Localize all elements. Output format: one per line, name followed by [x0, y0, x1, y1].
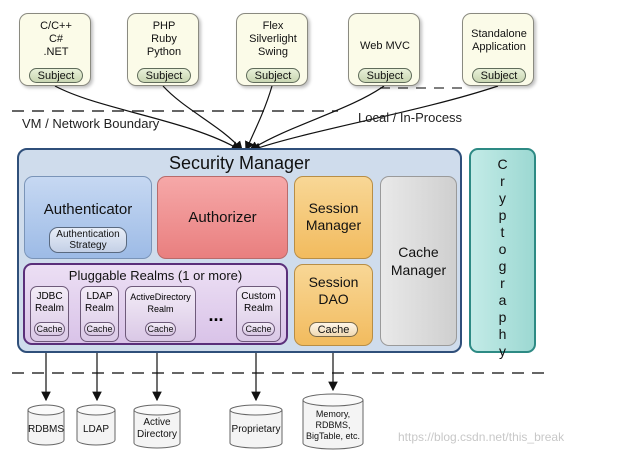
pluggable-realms: Pluggable Realms (1 or more) JDBC Realm … — [23, 263, 288, 345]
local-in-process-label: Local / In-Process — [358, 110, 463, 125]
authenticator: Authenticator Authentication Strategy — [24, 176, 152, 259]
client-standalone-application: Standalone Application Subject — [462, 13, 534, 86]
cryptography-letter: a — [498, 292, 507, 308]
session-manager-title: Session Manager — [305, 200, 362, 233]
realm-ldap: LDAP Realm Cache — [80, 286, 119, 342]
client-label: PHP Ruby Python — [146, 20, 182, 58]
arrow-client-4 — [248, 85, 385, 151]
client-label: Standalone Application — [471, 28, 527, 53]
realm-cache: Cache — [34, 322, 65, 336]
datastore-activedirectory-label: Active Directory — [136, 417, 177, 440]
datastore-memory-label: Memory, RDBMS, BigTable, etc. — [305, 408, 361, 441]
session-dao: Session DAO Cache — [294, 264, 373, 346]
client-label: Flex Silverlight Swing — [249, 20, 297, 58]
authentication-strategy: Authentication Strategy — [49, 227, 127, 253]
cryptography-letter: y — [499, 343, 506, 359]
cylinder-ldap — [76, 404, 116, 446]
watermark: https://blog.csdn.net/this_break — [398, 430, 565, 444]
pluggable-realms-title: Pluggable Realms (1 or more) — [68, 267, 243, 283]
realm-cache: Cache — [84, 322, 115, 336]
authenticator-title: Authenticator — [43, 200, 133, 218]
realm-label: ActiveDirectory Realm — [130, 292, 191, 314]
arrow-client-1 — [54, 85, 242, 151]
realm-jdbc: JDBC Realm Cache — [30, 286, 69, 342]
subject-pill: Subject — [137, 68, 191, 83]
arrow-client-3 — [245, 85, 273, 152]
session-manager: Session Manager — [294, 176, 373, 259]
session-dao-cache: Cache — [309, 322, 358, 337]
client-flex-silverlight-swing: Flex Silverlight Swing Subject — [236, 13, 308, 86]
cryptography-letter: r — [500, 275, 505, 291]
realm-label: JDBC Realm — [35, 291, 64, 314]
arrow-client-5 — [250, 85, 499, 152]
cache-manager: Cache Manager — [380, 176, 457, 346]
subject-pill: Subject — [472, 68, 526, 83]
cryptography-letter: y — [499, 190, 506, 206]
vm-network-boundary-label: VM / Network Boundary — [22, 116, 160, 131]
realm-activedirectory: ActiveDirectory Realm Cache — [125, 286, 196, 342]
cryptography-letter: C — [497, 156, 508, 172]
client-label: C/C++ C# .NET — [40, 20, 72, 58]
subject-pill: Subject — [246, 68, 300, 83]
datastore-proprietary-label: Proprietary — [231, 424, 281, 435]
authorizer: Authorizer — [157, 176, 288, 259]
client-label: Web MVC — [360, 40, 410, 52]
realm-label: Custom Realm — [241, 291, 276, 314]
subject-pill: Subject — [29, 68, 83, 83]
cryptography-letter: g — [498, 258, 507, 274]
realm-custom: Custom Realm Cache — [236, 286, 281, 342]
cylinder-activedirectory — [133, 404, 181, 449]
subject-pill: Subject — [358, 68, 412, 83]
realm-cache: Cache — [242, 322, 275, 336]
cache-manager-title: Cache Manager — [390, 244, 447, 278]
datastore-ldap-label: LDAP — [82, 424, 110, 435]
security-manager-title: Security Manager — [168, 152, 311, 173]
datastore-rdbms-label: RDBMS — [27, 424, 65, 435]
client-web-mvc: Web MVC Subject — [348, 13, 420, 86]
cylinder-rdbms — [27, 404, 65, 446]
cryptography-letter: h — [498, 326, 507, 342]
cryptography-letter: t — [500, 224, 505, 240]
client-php-ruby-python: PHP Ruby Python Subject — [127, 13, 199, 86]
authorizer-title: Authorizer — [188, 208, 257, 226]
realms-ellipsis: ... — [208, 304, 224, 325]
realm-cache: Cache — [145, 322, 176, 336]
realm-label: LDAP Realm — [85, 291, 114, 314]
client-cpp-csharp-net: C/C++ C# .NET Subject — [19, 13, 91, 86]
cylinder-memory — [302, 393, 364, 450]
cryptography-letter: r — [500, 173, 505, 189]
cylinder-proprietary — [229, 404, 283, 449]
arrow-client-2 — [162, 85, 243, 151]
cryptography-letter: p — [498, 309, 507, 325]
session-dao-title: Session DAO — [308, 274, 359, 307]
cryptography-letter: p — [498, 207, 507, 223]
cryptography-letter: o — [498, 241, 507, 257]
